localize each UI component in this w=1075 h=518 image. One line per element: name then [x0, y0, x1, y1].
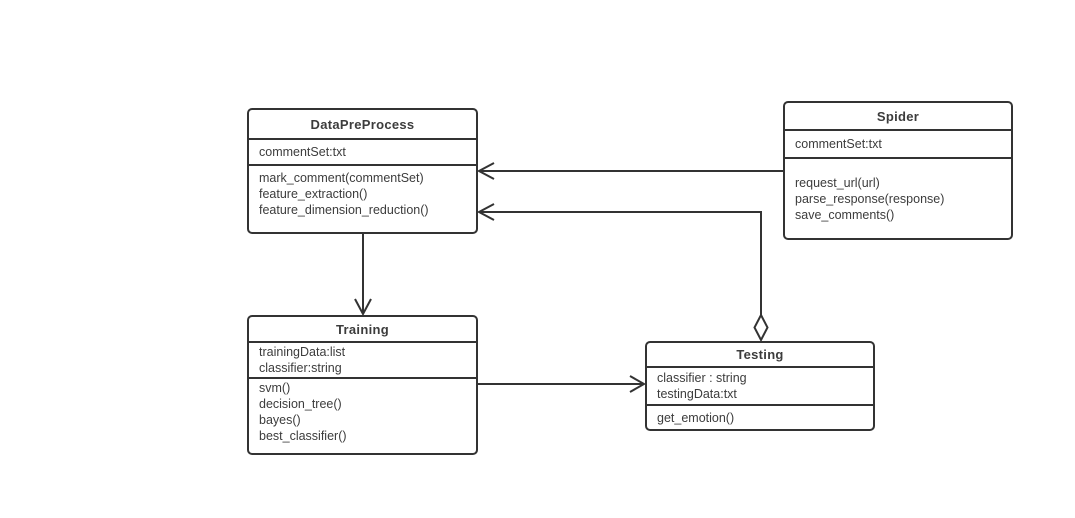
open-arrowhead-icon: [354, 298, 372, 317]
method: save_comments(): [795, 208, 895, 222]
class-methods: svm() decision_tree() bayes() best_class…: [249, 379, 476, 453]
aggregation-diamond-icon: [753, 312, 769, 343]
attribute: testingData:txt: [657, 387, 737, 401]
method: parse_response(response): [795, 192, 945, 206]
class-methods: mark_comment(commentSet) feature_extract…: [249, 166, 476, 232]
connector-line: [481, 211, 762, 316]
method: mark_comment(commentSet): [259, 171, 424, 185]
attribute: classifier:string: [259, 361, 342, 375]
class-methods: get_emotion(): [647, 406, 873, 430]
method: best_classifier(): [259, 429, 347, 443]
class-name: DataPreProcess: [249, 110, 476, 140]
method: decision_tree(): [259, 397, 342, 411]
attribute: trainingData:list: [259, 345, 346, 359]
open-arrowhead-icon: [476, 162, 495, 180]
method: feature_extraction(): [259, 187, 368, 201]
class-attributes: commentSet:txt: [785, 131, 1011, 159]
attribute: classifier : string: [657, 371, 747, 385]
method: svm(): [259, 381, 291, 395]
class-name: Spider: [785, 103, 1011, 131]
class-attributes: trainingData:list classifier:string: [249, 343, 476, 379]
attribute: commentSet:txt: [259, 145, 346, 159]
method: feature_dimension_reduction(): [259, 203, 429, 217]
class-spider: Spider commentSet:txt request_url(url) p…: [783, 101, 1013, 240]
class-name: Testing: [647, 343, 873, 368]
open-arrowhead-icon: [476, 203, 495, 221]
class-training: Training trainingData:list classifier:st…: [247, 315, 478, 455]
class-attributes: commentSet:txt: [249, 140, 476, 166]
method: bayes(): [259, 413, 301, 427]
open-arrowhead-icon: [629, 375, 647, 393]
class-datapreprocess: DataPreProcess commentSet:txt mark_comme…: [247, 108, 478, 234]
class-methods: request_url(url) parse_response(response…: [785, 159, 1011, 238]
method: request_url(url): [795, 176, 880, 190]
attribute: commentSet:txt: [795, 137, 882, 151]
aggregation-testing-to-datapreprocess: [476, 203, 769, 343]
association-training-to-testing: [477, 375, 647, 393]
class-attributes: classifier : string testingData:txt: [647, 368, 873, 406]
class-testing: Testing classifier : string testingData:…: [645, 341, 875, 431]
method: get_emotion(): [657, 411, 735, 425]
association-datapreprocess-to-training: [354, 234, 372, 317]
association-spider-to-datapreprocess: [476, 162, 783, 180]
class-name: Training: [249, 317, 476, 343]
